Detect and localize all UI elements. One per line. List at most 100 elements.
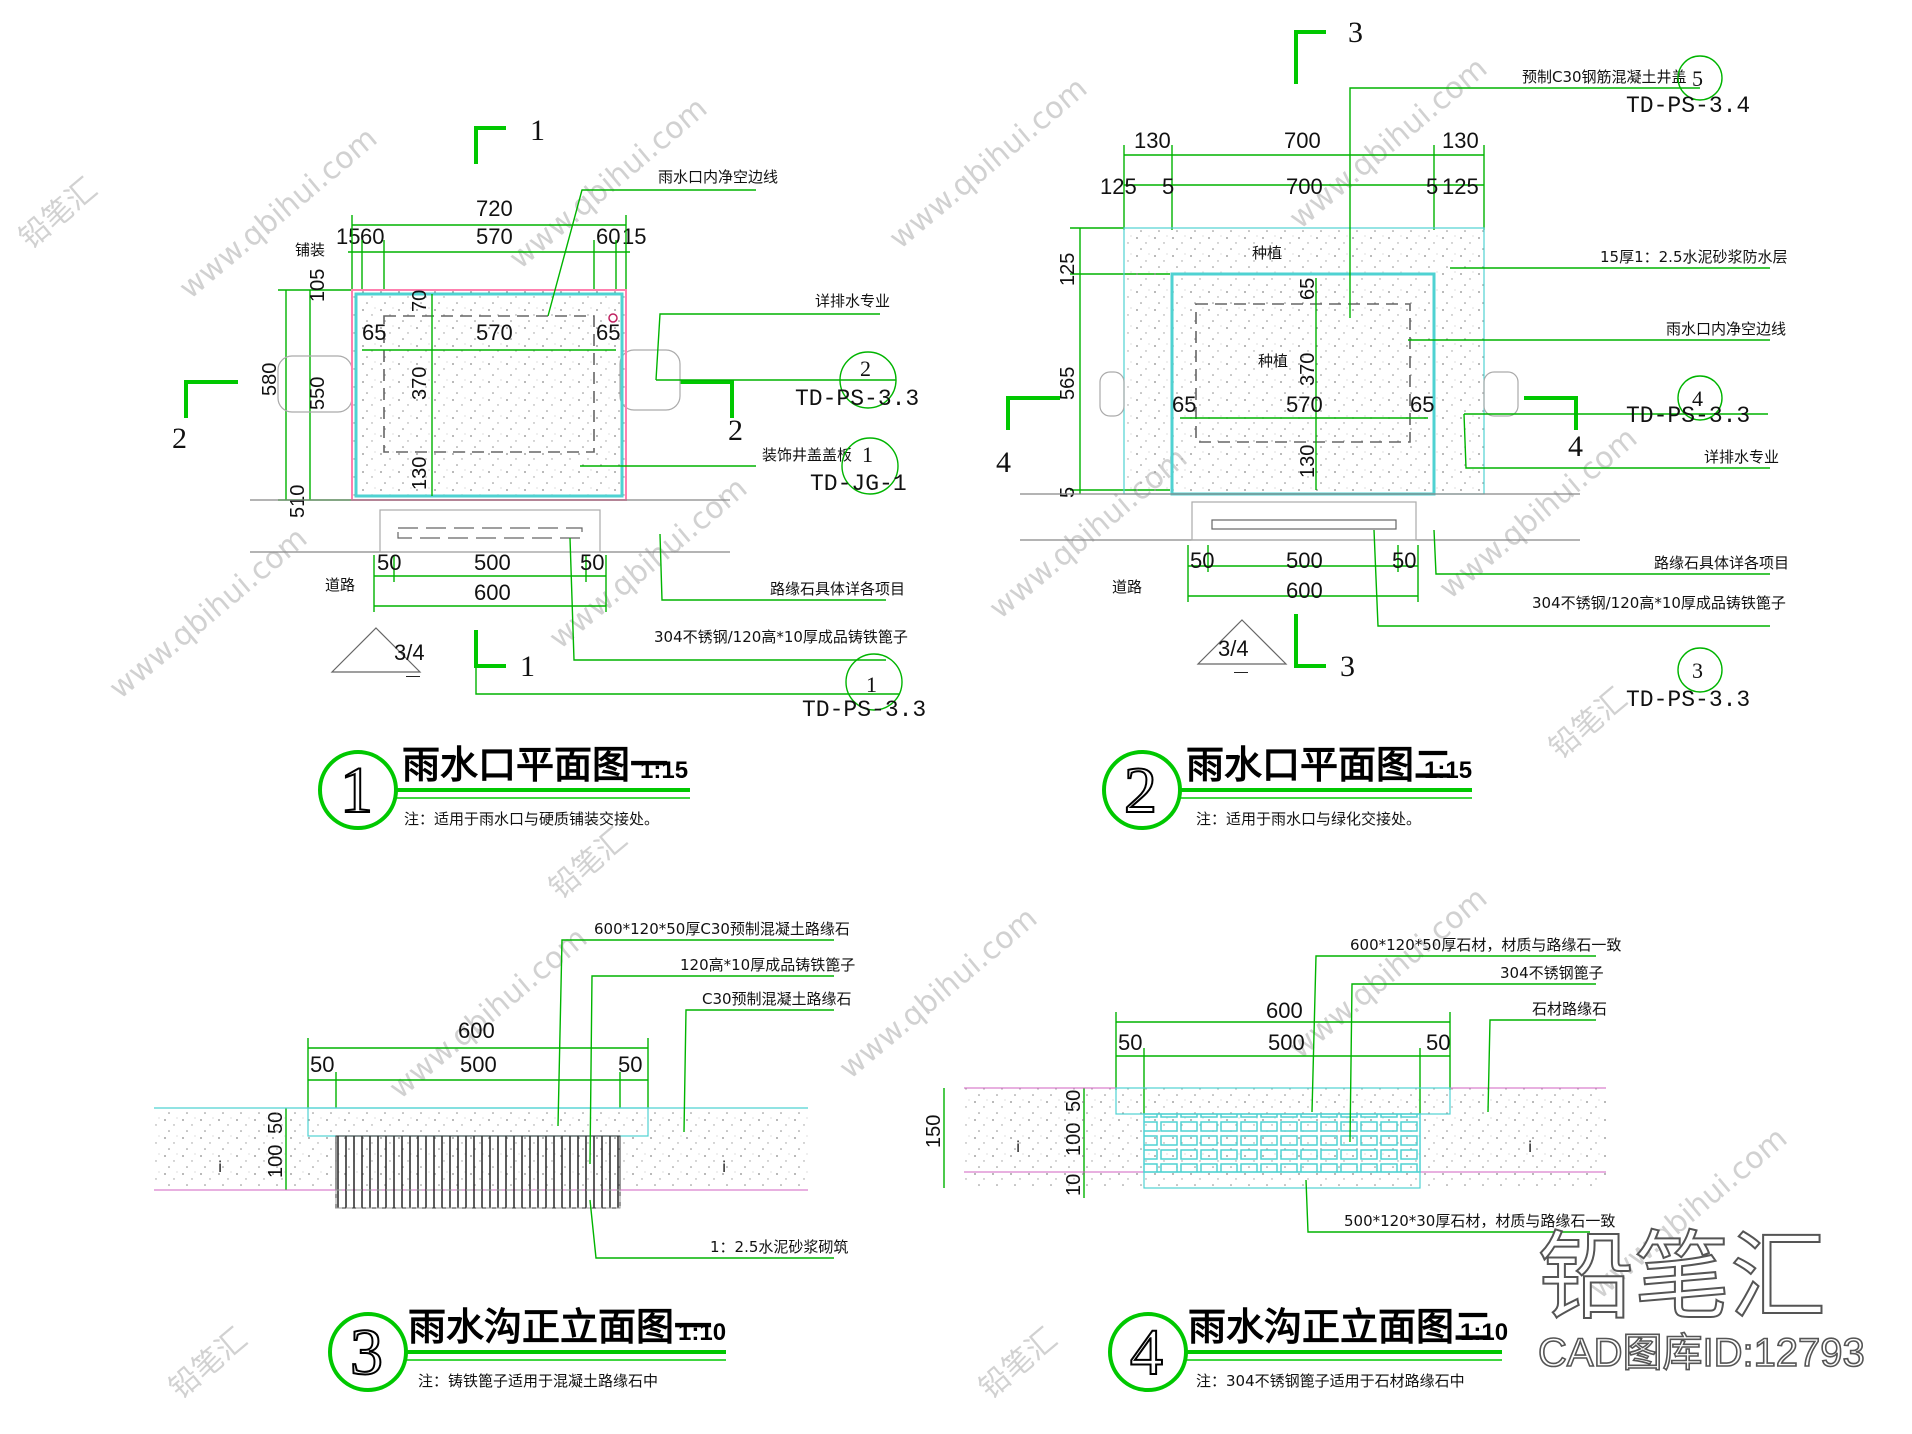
dim-500: 500	[460, 1052, 497, 1077]
dim-70: 70	[409, 290, 431, 312]
dim-600: 600	[458, 1018, 495, 1043]
dim-5125: 125	[1057, 253, 1079, 286]
panel-scale: 1:10	[1460, 1319, 1508, 1346]
label-stone-top: 600*120*50厚石材，材质与路缘石一致	[1350, 936, 1621, 954]
dim-50: 50	[618, 1052, 642, 1077]
dim-5: 5	[1162, 174, 1174, 199]
dim-580: 580	[259, 363, 281, 396]
brand-logo-text: 铅笔汇	[1538, 1221, 1826, 1333]
watermark-site: www.qbihui.com	[103, 521, 315, 706]
section-mark-label: 2	[728, 414, 743, 447]
label-grate: 304不锈钢篦子	[1500, 964, 1604, 982]
section-mark-2-left	[184, 380, 238, 418]
detail-tag-sub: —	[406, 667, 420, 683]
ref-sheet: TD-PS-3.3	[802, 697, 926, 723]
dim-50: 50	[377, 550, 401, 575]
label-waterproof: 15厚1：2.5水泥砂浆防水层	[1600, 248, 1788, 266]
detail-tag-sub: —	[1234, 663, 1248, 679]
label-curb-c30: C30预制混凝土路缘石	[702, 990, 852, 1008]
watermark-name: 铅笔汇	[543, 821, 634, 906]
dim-125: 125	[1442, 174, 1479, 199]
ref-number: 3	[1692, 658, 1703, 683]
dim-50: 50	[1426, 1030, 1450, 1055]
detail-tag: 3/4	[1218, 636, 1249, 661]
dim-500: 500	[474, 550, 511, 575]
ref-sheet: TD-PS-3.4	[1626, 93, 1750, 119]
panel-title: 雨水口平面图二	[1186, 743, 1452, 787]
label-planting: 种植	[1252, 244, 1282, 262]
label-grate: 304不锈钢/120高*10厚成品铸铁篦子	[1532, 594, 1786, 612]
dim-370: 370	[1297, 353, 1319, 386]
dim-570: 570	[476, 224, 513, 249]
label-stone-bottom: 500*120*30厚石材，材质与路缘石一致	[1344, 1212, 1615, 1230]
dim-720: 720	[476, 196, 513, 221]
ref-number: 2	[860, 356, 871, 381]
section-mark-1-top	[474, 126, 506, 164]
ref-sheet: TD-JG-1	[810, 471, 907, 497]
panel-note: 注：适用于雨水口与绿化交接处。	[1196, 810, 1421, 828]
dim-150: 150	[923, 1115, 945, 1148]
dim-500: 500	[1268, 1030, 1305, 1055]
dim-600: 600	[474, 580, 511, 605]
panel-note: 注：304不锈钢篦子适用于石材路缘石中	[1196, 1372, 1465, 1390]
label-see-drainage: 详排水专业	[1704, 448, 1779, 466]
dim-570: 570	[476, 320, 513, 345]
dim-570: 570	[1286, 392, 1323, 417]
panel-scale: 1:15	[1424, 757, 1472, 784]
ref-number: 1	[866, 672, 877, 697]
ref-number: 1	[862, 442, 873, 467]
title-number: 2	[1124, 754, 1157, 827]
dim-50: 50	[1190, 548, 1214, 573]
dim-65: 65	[362, 320, 386, 345]
label-clear-line: 雨水口内净空边线	[658, 168, 778, 186]
dim-130: 130	[1297, 445, 1319, 478]
label-stone-curb: 石材路缘石	[1532, 1000, 1607, 1018]
label-mortar: 1：2.5水泥砂浆砌筑	[710, 1238, 848, 1256]
ref-number: 4	[1692, 386, 1703, 411]
watermark-layer: www.qbihui.com www.qbihui.com www.qbihui…	[13, 51, 1795, 1406]
label-planting: 种植	[1258, 352, 1288, 370]
dim-565: 565	[1057, 367, 1079, 400]
label-curb-detail: 路缘石具体详各项目	[770, 580, 905, 598]
watermark-name: 铅笔汇	[1543, 681, 1634, 766]
label-precast-cover: 预制C30钢筋混凝土井盖	[1522, 68, 1687, 86]
label-clear-line: 雨水口内净空边线	[1666, 320, 1786, 338]
dim-5: 5	[1057, 487, 1079, 498]
section-mark-label: 4	[1568, 430, 1583, 463]
panel-elevation-2: 600 50 500 50 150 50 100 10 i i 600*120*…	[923, 936, 1621, 1392]
panel-plan-1: 1 1 2 2 720 15 60 570 60 15 580 105 550 …	[172, 114, 926, 830]
dim-130: 130	[409, 457, 431, 490]
ref-sheet: TD-PS-3.3	[1626, 687, 1750, 713]
section-mark-label: 4	[996, 446, 1011, 479]
label-paving: 铺装	[295, 241, 325, 259]
label-curb-detail: 路缘石具体详各项目	[1654, 554, 1789, 572]
section-mark-label: 1	[530, 114, 545, 147]
dim-105: 105	[307, 269, 329, 302]
panel-note: 注：铸铁篦子适用于混凝土路缘石中	[418, 1372, 658, 1390]
slope-mark: i	[1528, 1138, 1532, 1156]
label-cover: 装饰井盖盖板	[762, 446, 852, 464]
panel-title: 雨水口平面图一	[402, 743, 668, 787]
title-number: 4	[1130, 1316, 1163, 1389]
title-number: 3	[350, 1316, 383, 1389]
dim-50: 50	[580, 550, 604, 575]
label-see-drainage: 详排水专业	[815, 292, 890, 310]
panel-note: 注：适用于雨水口与硬质铺装交接处。	[404, 810, 659, 828]
dim-125: 125	[1100, 174, 1137, 199]
title-number: 1	[340, 754, 373, 827]
panel-elevation-1: 600 50 500 50 50 100 i i 600*120*50厚C30预…	[154, 920, 855, 1392]
section-mark-2-right	[680, 380, 734, 418]
dim-15: 15	[336, 224, 360, 249]
section-mark-label: 3	[1348, 16, 1363, 49]
dim-50: 50	[1118, 1030, 1142, 1055]
section-mark-1-bottom	[474, 630, 506, 668]
dim-65: 65	[1172, 392, 1196, 417]
slope-mark: i	[1016, 1138, 1020, 1156]
dim-700: 700	[1284, 128, 1321, 153]
dim-130: 130	[1442, 128, 1479, 153]
panel-scale: 1:10	[678, 1319, 726, 1346]
dim-500: 500	[1286, 548, 1323, 573]
dim-65: 65	[1297, 278, 1319, 300]
dim-600: 600	[1266, 998, 1303, 1023]
